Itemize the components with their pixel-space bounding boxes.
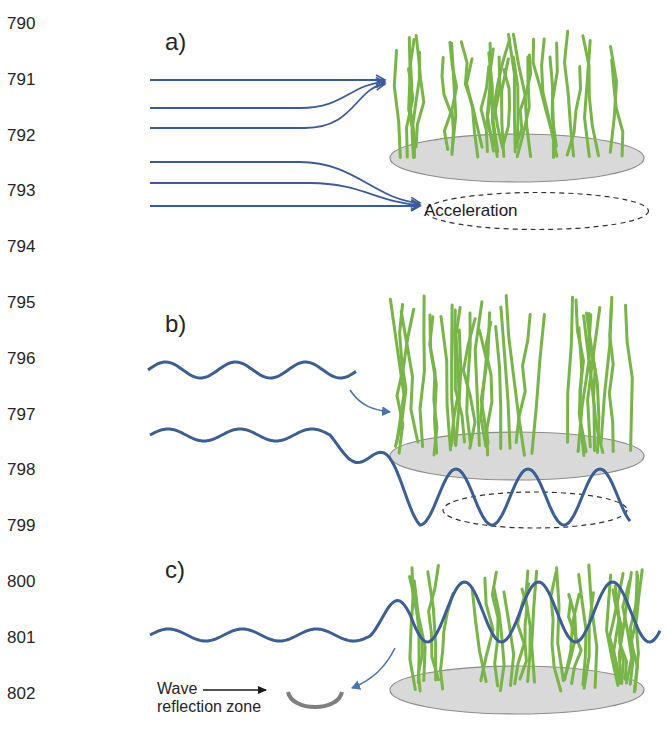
seagrass-blade — [463, 319, 475, 448]
line-number: 791 — [7, 70, 35, 90]
line-number: 795 — [7, 293, 35, 313]
seagrass-blade — [612, 60, 623, 156]
pointer-arrow — [203, 689, 266, 690]
seagrass-blade — [420, 296, 424, 447]
seagrass-blade — [613, 590, 627, 679]
seagrass-blade — [396, 305, 406, 447]
seagrass-blade — [513, 34, 530, 156]
line-number: 798 — [7, 460, 35, 480]
seagrass-blade — [631, 570, 642, 691]
line-number: 797 — [7, 405, 35, 425]
wave — [150, 429, 630, 525]
seagrass-blade — [626, 305, 633, 450]
seagrass-blade — [532, 315, 545, 454]
acceleration-zone — [443, 492, 627, 528]
seagrass-blade — [394, 51, 400, 158]
seagrass-blade — [588, 308, 600, 447]
seagrass-blade — [550, 57, 556, 146]
line-number: 796 — [7, 349, 35, 369]
line-number: 801 — [7, 628, 35, 648]
seagrass-blade — [416, 35, 424, 146]
seagrass-blade — [516, 315, 530, 443]
seagrass-blade — [450, 42, 457, 154]
seagrass-blade — [467, 59, 478, 157]
line-number: 799 — [7, 516, 35, 536]
seagrass-blade — [496, 327, 501, 449]
seagrass-blade — [501, 307, 510, 448]
waves — [148, 362, 660, 642]
seagrass-blade — [568, 297, 573, 442]
panel-label: c) — [165, 556, 185, 584]
deflection-arrow — [350, 390, 390, 412]
reflection-arrow — [352, 648, 395, 688]
line-number: 792 — [7, 126, 35, 146]
wave — [150, 582, 660, 642]
seagrass-blade — [533, 39, 557, 156]
seagrass-blade — [601, 297, 612, 443]
reflection-zone-mark — [288, 692, 342, 707]
seagrass-blade — [429, 566, 439, 680]
zone-label: Acceleration — [424, 201, 518, 221]
seagrass-blade — [481, 313, 489, 444]
wave — [148, 362, 356, 378]
panel-label: a) — [165, 28, 186, 56]
seagrass-blade — [451, 308, 460, 447]
seagrass-blade — [565, 31, 574, 156]
seagrass-blade — [583, 36, 599, 156]
seagrass-blade — [456, 330, 461, 446]
seagrass-blade — [487, 43, 493, 151]
seagrass-blade — [430, 315, 437, 453]
seagrass-blade — [414, 600, 422, 691]
dashed-zone: Acceleration — [424, 191, 650, 231]
seagrass-blade — [513, 57, 518, 147]
seagrass-blade — [442, 57, 451, 149]
flow-arrows — [150, 80, 420, 206]
seagrass-blade — [441, 316, 451, 450]
vegetation — [390, 31, 642, 692]
line-number: 793 — [7, 181, 35, 201]
line-number: 802 — [7, 684, 35, 704]
seagrass-blade — [502, 59, 509, 156]
seagrass-blade — [578, 316, 589, 452]
zone-label: Wave reflection zone — [157, 680, 265, 717]
line-number: 800 — [7, 572, 35, 592]
line-number: 794 — [7, 237, 35, 257]
line-number: 790 — [7, 14, 35, 34]
seagrass-blade — [551, 572, 561, 691]
seagrass-blade — [516, 55, 531, 147]
panel-label: b) — [165, 310, 186, 338]
